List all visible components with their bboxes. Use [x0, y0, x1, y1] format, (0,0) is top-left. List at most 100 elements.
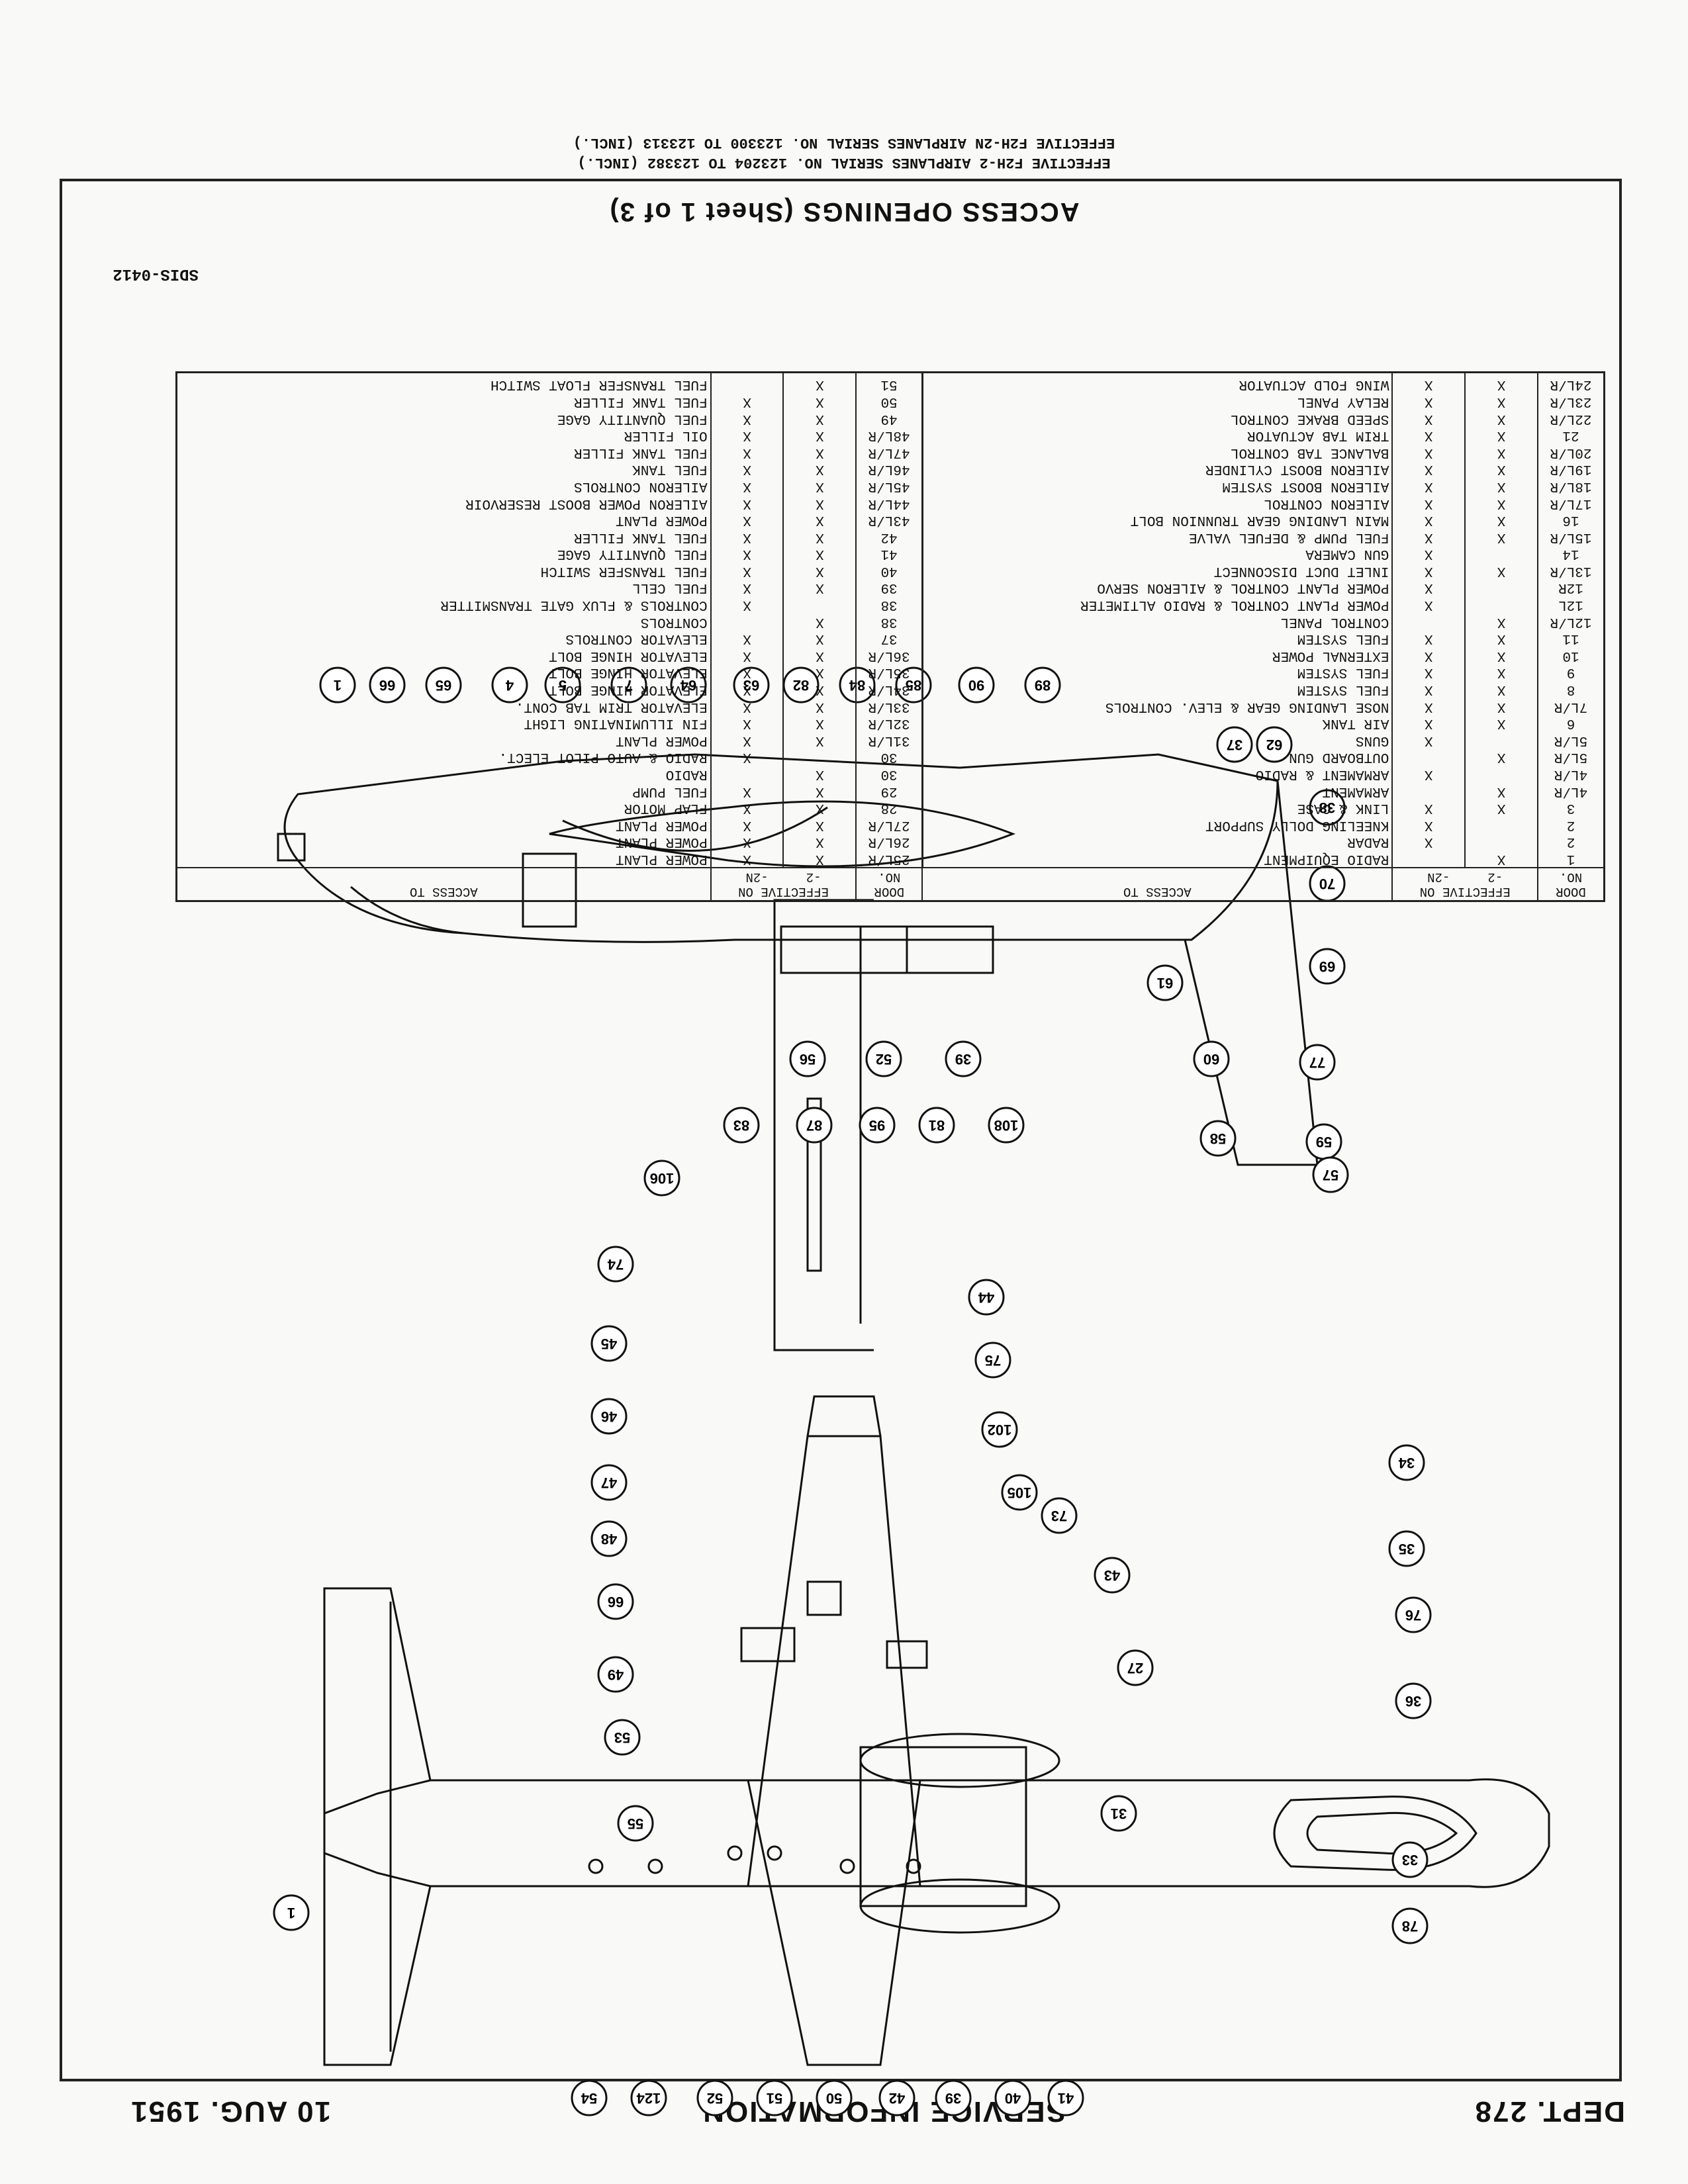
callout-number: 1	[287, 1905, 295, 1921]
door-no-cell: 29	[856, 782, 923, 799]
dash2-cell: X	[783, 714, 857, 732]
callout-bubble: 48	[590, 1520, 628, 1557]
callout-bubble: 36	[1395, 1682, 1432, 1719]
callout-number: 55	[628, 1815, 643, 1832]
callout-number: 42	[889, 2090, 905, 2107]
dash2n-cell: X	[710, 748, 784, 766]
access-to-cell: POWER PLANT	[176, 816, 711, 833]
callout-bubble: 89	[1024, 666, 1061, 704]
callout-circle	[918, 1107, 955, 1144]
dash2-cell: X	[1465, 629, 1538, 647]
dash2-cell: X	[783, 698, 857, 715]
callout-bubble: 66	[369, 666, 406, 704]
dash2n-cell: X	[1392, 629, 1466, 647]
callout-circle	[610, 666, 647, 704]
dash2-cell: X	[1465, 426, 1538, 444]
callout-bubble: 69	[1309, 948, 1346, 985]
callout-circle	[425, 666, 462, 704]
access-to-cell: RADIO EQUIPMENT	[922, 850, 1393, 868]
callout-number: 60	[1203, 1051, 1219, 1068]
dash2-cell: X	[783, 680, 857, 698]
col-access-to-2: ACCESS TO	[176, 868, 711, 901]
dash2-cell: X	[783, 765, 857, 783]
door-no-cell: 20L/R	[1550, 444, 1592, 460]
dash2-cell: X	[783, 799, 857, 817]
door-no-cell: 5L/R	[1554, 732, 1588, 748]
callout-number: 46	[601, 1408, 617, 1425]
callout-number: 49	[608, 1666, 624, 1683]
dash2-cell: X	[783, 372, 857, 393]
dash2-cell: X	[783, 731, 857, 749]
dash2-cell: X	[1465, 443, 1538, 461]
callout-circle	[597, 1246, 634, 1283]
callout-bubble: 37	[1216, 726, 1253, 763]
door-no-cell: 30	[856, 748, 923, 766]
callout-circle	[1147, 964, 1184, 1001]
dash2n-cell: X	[710, 426, 784, 444]
callout-circle	[1309, 948, 1346, 985]
callout-circle	[369, 666, 406, 704]
callout-circle	[974, 1342, 1011, 1379]
door-no-cell: 48L/R	[856, 426, 923, 444]
callout-number: 62	[1266, 737, 1282, 753]
callout-circle	[1094, 1557, 1131, 1594]
door-no-cell: 45L/R	[856, 477, 923, 494]
callout-circle	[895, 666, 932, 704]
callout-bubble: 1	[319, 666, 356, 704]
access-to-cell: FUEL SYSTEM	[922, 680, 1393, 698]
callout-number: 63	[743, 677, 759, 694]
page-title: ACCESS OPENINGS (Sheet 1 of 3)	[608, 197, 1080, 226]
dash2n-cell: X	[1392, 731, 1466, 749]
door-no-cell: 33L/R	[856, 698, 923, 715]
door-no-cell: 32L/R	[856, 714, 923, 732]
door-no-cell: 6	[1566, 715, 1575, 731]
callout-bubble: 42	[878, 2079, 915, 2116]
door-no-cell: 10	[1562, 647, 1579, 663]
callout-circle	[935, 2079, 972, 2116]
callout-bubble: 7	[610, 666, 647, 704]
access-to-cell: POWER PLANT	[176, 511, 711, 529]
callout-number: 61	[1157, 975, 1173, 991]
callout-number: 45	[601, 1336, 617, 1352]
door-no-cell: 43L/R	[856, 511, 923, 529]
dash2n-cell: X	[1392, 663, 1466, 681]
door-no-cell: 35L/R	[856, 663, 923, 681]
callout-circle	[696, 2079, 733, 2116]
access-to-cell: FUEL CELL	[176, 578, 711, 596]
callout-number: 64	[680, 677, 696, 694]
callout-number: 40	[1005, 2090, 1021, 2107]
callout-number: 89	[1035, 677, 1051, 694]
access-to-cell: FUEL TANK	[176, 460, 711, 478]
access-to-cell: GUN CAMERA	[922, 545, 1393, 563]
door-no-cell: 14	[1562, 546, 1579, 562]
door-no-cell: 26L/R	[856, 833, 923, 850]
callout-bubble: 56	[789, 1040, 826, 1077]
callout-bubble: 64	[670, 666, 707, 704]
callout-circle	[865, 1040, 902, 1077]
callout-circle	[1312, 1156, 1349, 1193]
door-no-cell: 1	[1566, 851, 1575, 866]
access-to-cell: RELAY PANEL	[922, 392, 1393, 410]
dash2-cell: X	[1465, 680, 1538, 698]
dash2n-cell: X	[1392, 562, 1466, 579]
callout-number: 83	[733, 1117, 749, 1134]
callout-number: 50	[826, 2090, 842, 2107]
access-to-cell: FUEL TANK FILLER	[176, 528, 711, 545]
callout-circle	[1309, 789, 1346, 826]
callout-circle	[1309, 865, 1346, 902]
callout-bubble: 108	[988, 1107, 1025, 1144]
dash2-cell: X	[1465, 613, 1538, 630]
callout-circle	[796, 1107, 833, 1144]
door-no-cell: 37	[856, 629, 923, 647]
door-no-cell: 24L/R	[1550, 377, 1592, 392]
callout-number: 87	[806, 1117, 822, 1134]
dash2-cell: X	[1465, 714, 1538, 732]
dash2n-cell: X	[710, 816, 784, 833]
